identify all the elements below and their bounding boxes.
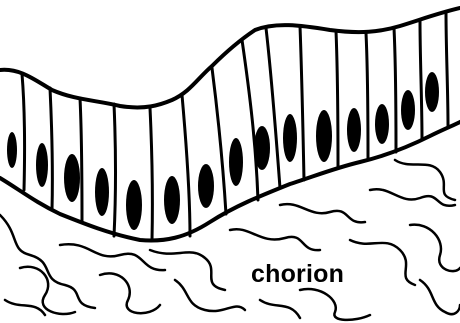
chorion-label: chorion — [249, 262, 346, 287]
apical-surface — [0, 8, 460, 107]
